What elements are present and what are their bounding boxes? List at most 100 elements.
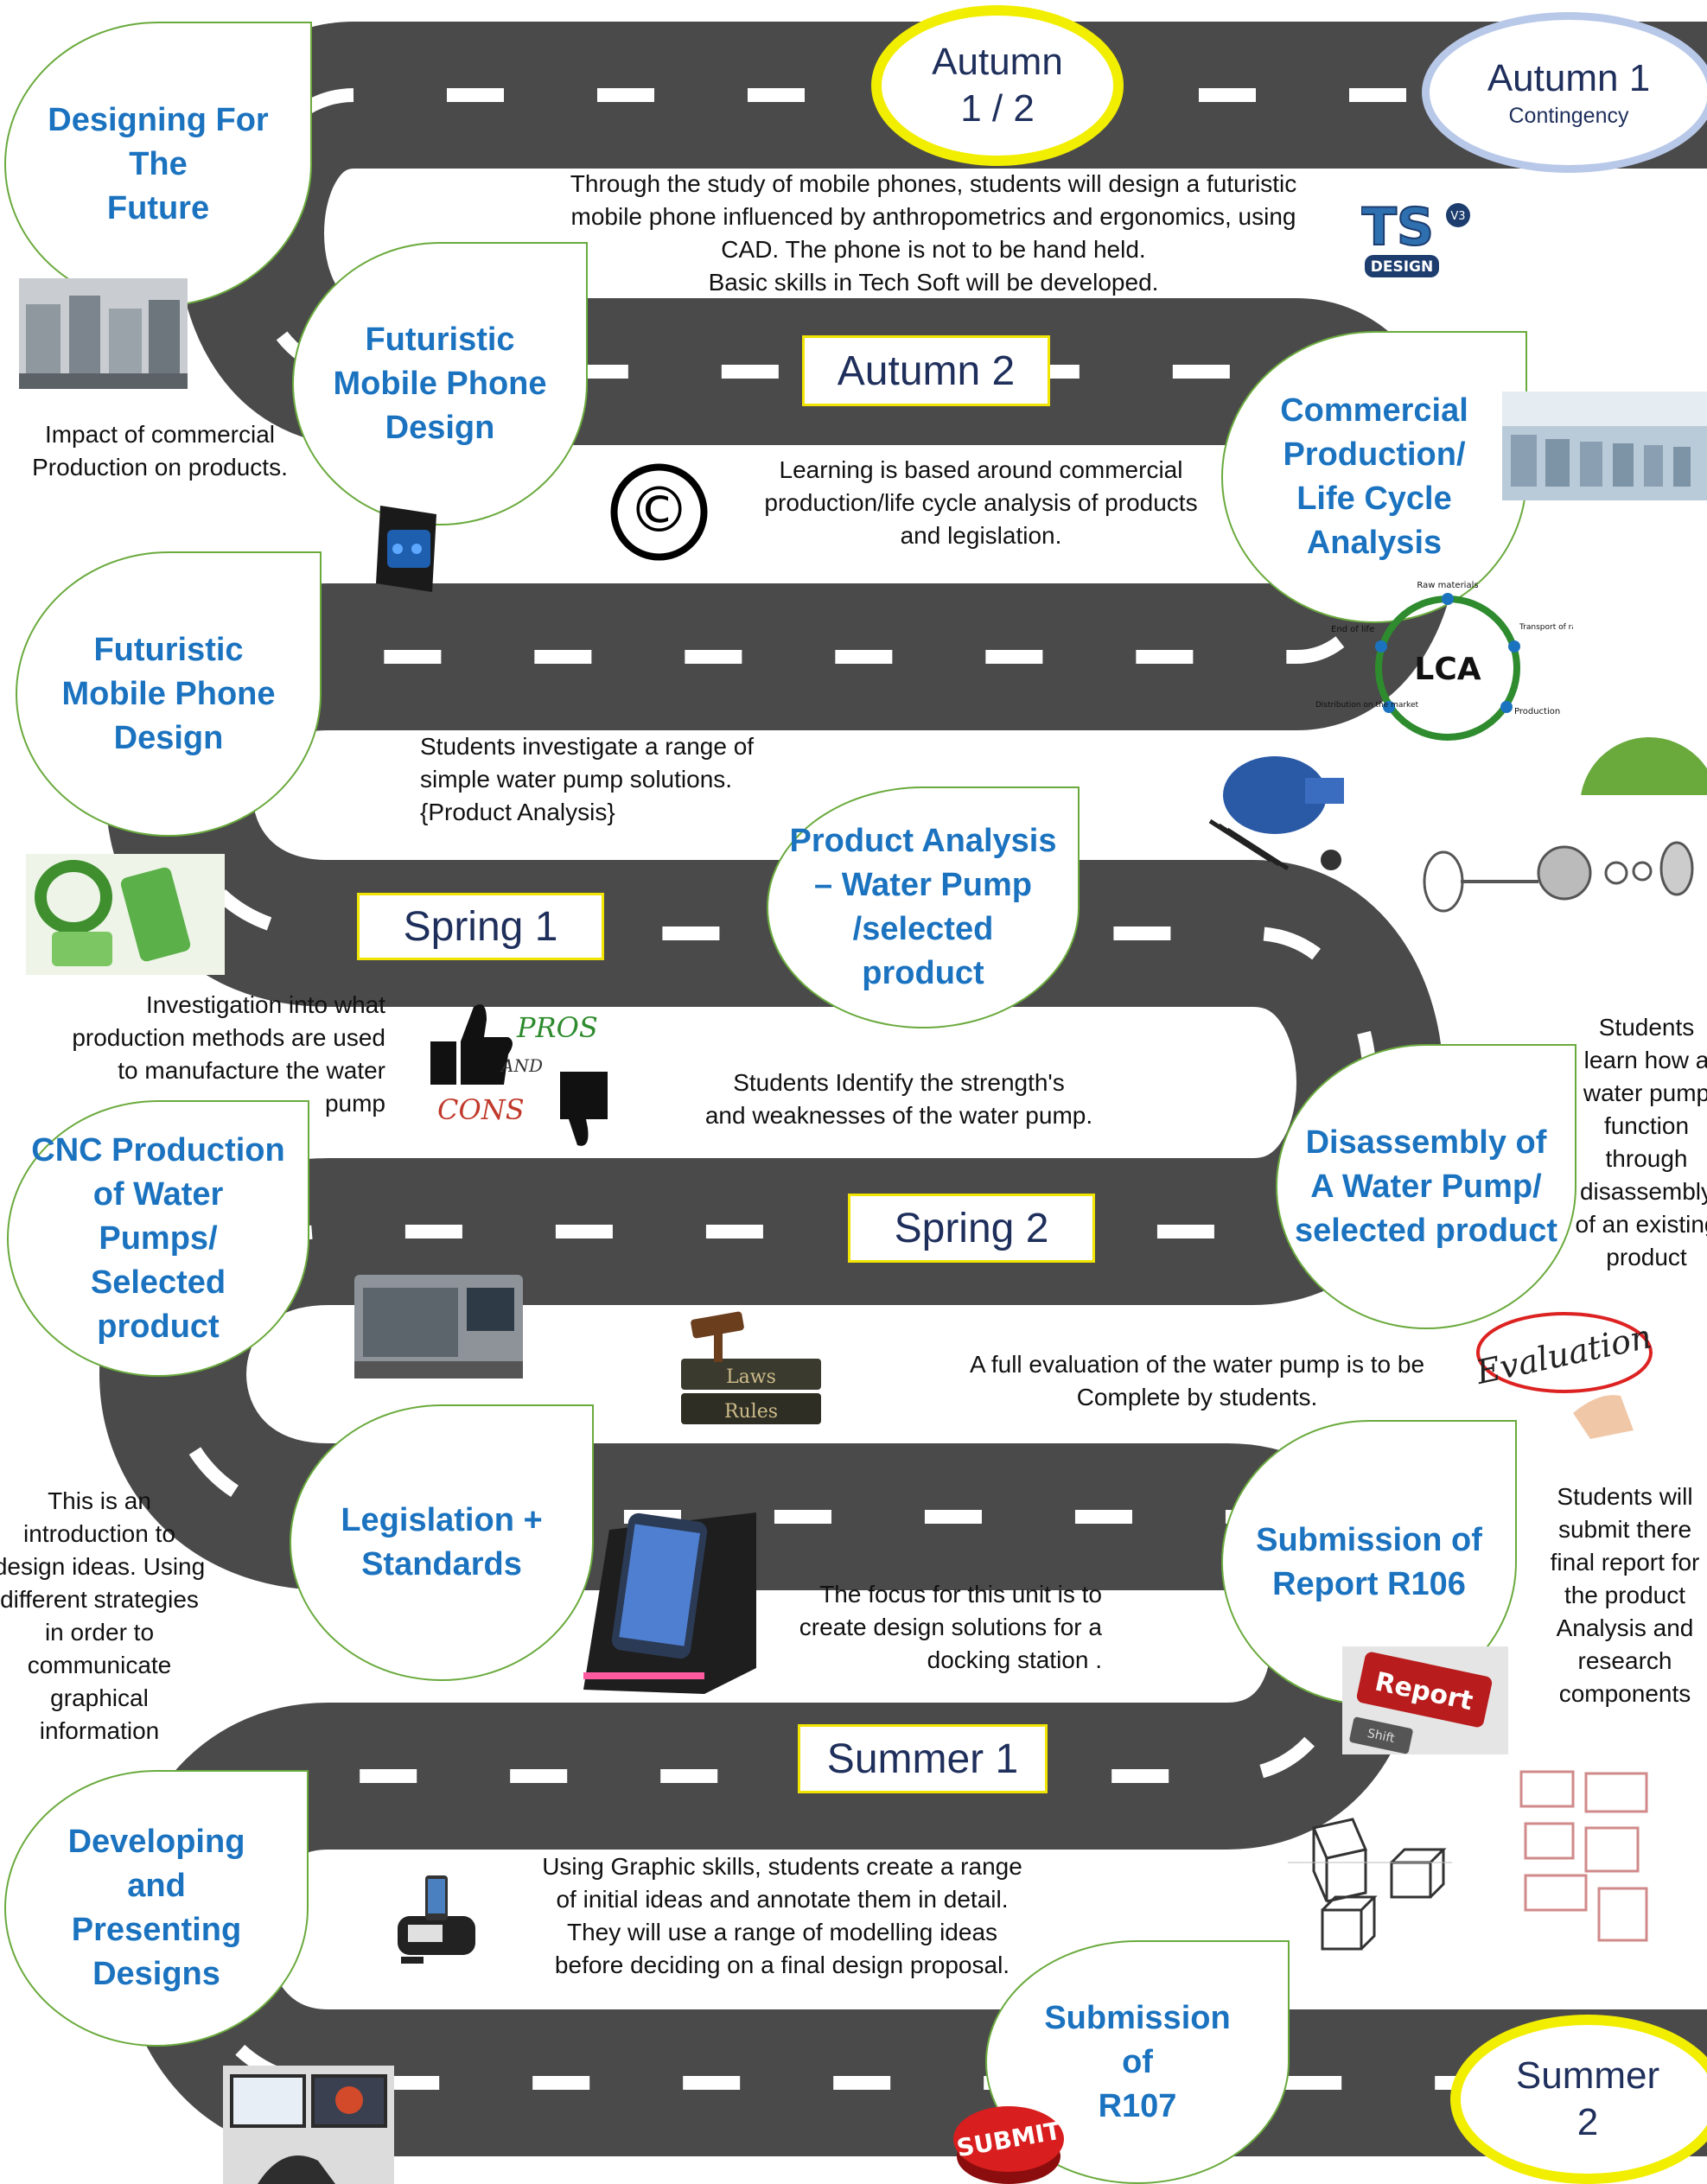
docking-station-icon bbox=[583, 1512, 756, 1694]
unit-developing-presenting-designs: Developing and Presenting Designs bbox=[4, 1770, 309, 2047]
ts-logo-main: TS bbox=[1361, 197, 1434, 258]
term-autumn-1-title: Autumn 1 bbox=[1487, 57, 1651, 99]
unit-cnc-production: CNC Production of Water Pumps/ Selected … bbox=[7, 1100, 309, 1377]
lca-production-label: Production bbox=[1514, 707, 1560, 716]
unit-developing-presenting-designs-label: Developing and Presenting Designs bbox=[67, 1824, 245, 1992]
intro-design-description-line: in order to bbox=[44, 1619, 155, 1646]
graphic-description-line: Using Graphic skills, students create a … bbox=[542, 1853, 1022, 1880]
intro-design-description-line: communicate bbox=[27, 1652, 172, 1678]
docking-description-line: The focus for this unit is to bbox=[819, 1581, 1102, 1608]
autumn1-description-line: Through the study of mobile phones, stud… bbox=[570, 170, 1297, 197]
graphic-description-line: of initial ideas and annotate them in de… bbox=[556, 1886, 1009, 1913]
unit-futuristic-mobile-phone-design-1: Futuristic Mobile Phone Design bbox=[292, 242, 588, 525]
cad-workstation-icon bbox=[223, 2066, 394, 2184]
water-pump-photo-icon bbox=[1208, 756, 1344, 871]
ts-design-logo-icon: TS V3 DESIGN bbox=[1361, 196, 1470, 277]
unit-legislation-standards-label: Legislation + Standards bbox=[341, 1502, 543, 1582]
intro-design-description-line: information bbox=[39, 1717, 160, 1744]
disassembly-description-line: product bbox=[1606, 1244, 1687, 1270]
evaluation-description: A full evaluation of the water pump is t… bbox=[933, 1348, 1461, 1414]
laws-label: Laws bbox=[726, 1366, 776, 1388]
water-pump-description-line: Students investigate a range of bbox=[420, 733, 755, 760]
production-methods-line: Investigation into what bbox=[145, 991, 385, 1018]
cons-label: CONS bbox=[437, 1093, 525, 1126]
impact-description-line: Production on products. bbox=[32, 454, 288, 481]
unit-designing-for-the-future-label: Designing For The Future bbox=[48, 101, 269, 226]
disassembly-description-line: of an existing bbox=[1575, 1211, 1707, 1238]
production-methods-description: Investigation into what production metho… bbox=[26, 989, 385, 1120]
impact-description-line: Impact of commercial bbox=[44, 421, 276, 448]
production-methods-line: pump bbox=[324, 1090, 385, 1117]
term-autumn-1-2-line2: 1 / 2 bbox=[960, 87, 1035, 130]
unit-futuristic-mobile-phone-design-2-label: Futuristic Mobile Phone Design bbox=[61, 631, 276, 756]
water-pump-description-line: simple water pump solutions. bbox=[420, 766, 733, 793]
term-autumn-1-oval: Autumn 1 Contingency bbox=[1422, 12, 1707, 173]
strengths-description-line: and weaknesses of the water pump. bbox=[704, 1102, 1093, 1129]
lca-center-label: LCA bbox=[1414, 652, 1481, 687]
lca-transport-label: Transport of raw materials bbox=[1519, 623, 1573, 632]
intro-design-description-line: introduction to bbox=[23, 1520, 175, 1547]
term-autumn-1-subtitle: Contingency bbox=[1508, 104, 1629, 128]
autumn1-description-line: Basic skills in Tech Soft will be develo… bbox=[708, 269, 1159, 296]
docking-description-line: create design solutions for a bbox=[799, 1614, 1102, 1640]
disassembly-description-line: disassembly bbox=[1579, 1178, 1707, 1205]
report-description: Students will submit there final report … bbox=[1534, 1480, 1707, 1710]
graphic-description: Using Graphic skills, students create a … bbox=[519, 1850, 1046, 1982]
unit-cnc-production-label: CNC Production of Water Pumps/ Selected … bbox=[31, 1131, 285, 1345]
unit-submission-report-r106-label: Submission of Report R106 bbox=[1256, 1522, 1482, 1602]
lca-diagram-icon: LCA Raw materials Transport of raw mater… bbox=[1315, 581, 1573, 741]
unit-futuristic-mobile-phone-design-1-label: Futuristic Mobile Phone Design bbox=[333, 321, 547, 446]
copyright-icon: © bbox=[610, 463, 708, 561]
disassembly-description-line: Students bbox=[1598, 1014, 1695, 1041]
unit-designing-for-the-future: Designing For The Future bbox=[4, 22, 312, 307]
autumn1-description: Through the study of mobile phones, stud… bbox=[527, 168, 1340, 299]
intro-design-description: This is an introduction to design ideas.… bbox=[0, 1485, 216, 1748]
production-methods-line: to manufacture the water bbox=[118, 1057, 385, 1084]
lca-end-label: End of life bbox=[1331, 625, 1374, 634]
report-keyboard-icon: Report Shift bbox=[1342, 1646, 1508, 1754]
term-summer-2-oval: Summer 2 bbox=[1450, 2015, 1707, 2184]
intro-design-description-line: This is an bbox=[48, 1487, 151, 1514]
unit-submission-r107-label: Submission of R107 bbox=[1044, 1999, 1231, 2124]
laws-rules-books-icon: Laws Rules bbox=[681, 1311, 821, 1424]
water-pump-description: Students investigate a range of simple w… bbox=[420, 730, 800, 829]
production-line-photo-icon bbox=[1502, 392, 1707, 500]
evaluation-hand-icon: Evaluation bbox=[1472, 1312, 1655, 1439]
docking-description: The focus for this unit is to create des… bbox=[743, 1578, 1102, 1677]
term-spring-1-box: Spring 1 bbox=[357, 893, 604, 960]
evaluation-description-line: A full evaluation of the water pump is t… bbox=[969, 1351, 1425, 1378]
pros-label: PROS bbox=[516, 1011, 598, 1044]
report-description-line: submit there bbox=[1557, 1516, 1692, 1543]
exploded-pump-drawing-icon bbox=[1409, 795, 1707, 951]
report-key-shift: Shift bbox=[1366, 1727, 1397, 1746]
disassembly-description-line: water pump bbox=[1583, 1079, 1707, 1106]
graphic-description-line: They will use a range of modelling ideas bbox=[566, 1919, 998, 1945]
commercial-description: Learning is based around commercial prod… bbox=[735, 454, 1227, 552]
intro-design-description-line: different strategies bbox=[0, 1586, 199, 1613]
production-methods-line: production methods are used bbox=[72, 1024, 385, 1051]
submit-button-icon: SUBMIT bbox=[953, 2106, 1064, 2184]
ts-logo-sub: DESIGN bbox=[1371, 258, 1433, 276]
design-sketches-icon bbox=[1519, 1770, 1648, 1942]
term-summer-2-line1: Summer bbox=[1515, 2054, 1660, 2097]
intro-design-description-line: graphical bbox=[50, 1684, 149, 1711]
term-autumn-2-box: Autumn 2 bbox=[802, 335, 1050, 406]
ts-logo-badge: V3 bbox=[1450, 210, 1465, 223]
cnc-lathe-photo-icon bbox=[354, 1275, 523, 1379]
autumn1-description-line: CAD. The phone is not to be hand held. bbox=[721, 236, 1146, 263]
lca-raw-label: Raw materials bbox=[1417, 581, 1478, 590]
unit-product-analysis-water-pump-label: Product Analysis – Water Pump /selected … bbox=[789, 823, 1057, 991]
unit-futuristic-mobile-phone-design-2: Futuristic Mobile Phone Design bbox=[16, 551, 322, 837]
green-phone-render-icon bbox=[26, 854, 225, 975]
term-summer-1-box: Summer 1 bbox=[798, 1724, 1048, 1793]
copyright-symbol: © bbox=[628, 474, 691, 546]
disassembly-description-line: through bbox=[1605, 1145, 1688, 1172]
commercial-description-line: Learning is based around commercial bbox=[779, 456, 1183, 483]
intro-design-description-line: design ideas. Using bbox=[0, 1553, 206, 1580]
commercial-description-line: production/life cycle analysis of produc… bbox=[764, 489, 1198, 516]
commercial-description-line: and legislation. bbox=[900, 522, 1062, 549]
unit-product-analysis-water-pump: Product Analysis – Water Pump /selected … bbox=[767, 786, 1080, 1028]
report-description-line: the product bbox=[1564, 1582, 1686, 1608]
term-autumn-1-2-oval: Autumn 1 / 2 bbox=[871, 5, 1124, 166]
